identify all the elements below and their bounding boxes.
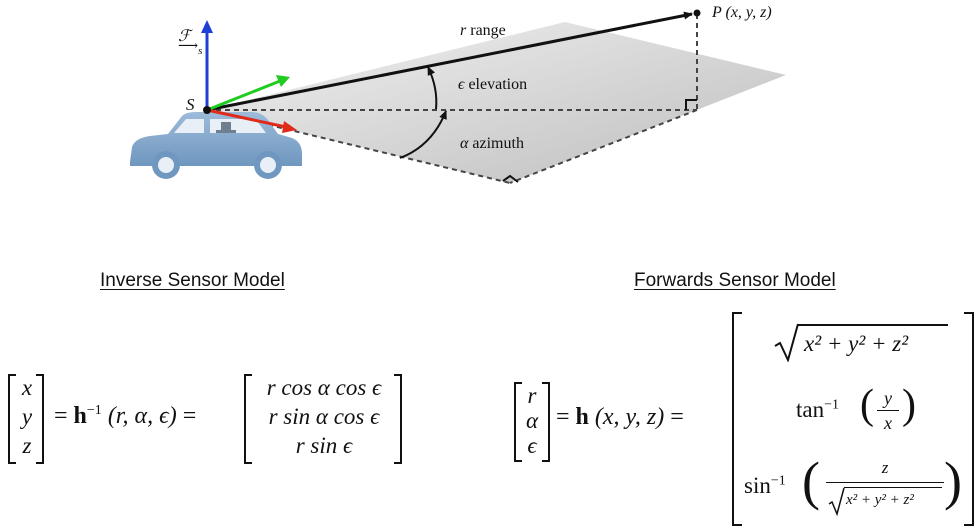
func-exponent: −1 xyxy=(824,397,840,413)
func-name: sin xyxy=(744,473,771,498)
right-paren: ) xyxy=(944,451,962,511)
radical-sign xyxy=(774,323,799,362)
function-h: h xyxy=(73,403,87,429)
right-angle-marker xyxy=(502,174,519,183)
projection-line xyxy=(509,109,698,184)
equals-sign: = xyxy=(670,404,684,430)
range-label: r range xyxy=(460,22,506,40)
right-bracket xyxy=(964,312,974,526)
frame-label: ℱ ⟶s xyxy=(178,26,203,57)
right-angle-marker xyxy=(685,99,697,110)
forward-model-equation: r α ϵ = h (x, y, z) = x² + y² + z² tan−1… xyxy=(512,312,974,526)
rhs-cell: r sin α cos ϵ xyxy=(268,404,380,429)
elevation-formula: sin−1 ( z x² + y² + z² ) xyxy=(744,452,966,518)
left-bracket xyxy=(732,312,742,526)
rhs-cell: r cos α cos ϵ xyxy=(266,375,382,400)
right-bracket xyxy=(394,374,402,464)
equals-sign: = xyxy=(556,404,570,430)
elevation-word: elevation xyxy=(468,76,528,93)
z-axis-arrowhead xyxy=(201,20,213,33)
inverse-function: = h−1 (r, α, ϵ) = xyxy=(54,403,197,429)
sensor-label: S xyxy=(186,95,195,114)
fraction-denominator: x xyxy=(884,413,892,433)
func-name: tan xyxy=(796,397,825,422)
forward-function: = h (x, y, z) = xyxy=(556,405,684,429)
sensor-origin xyxy=(203,106,211,114)
elevation-symbol: ϵ xyxy=(458,76,465,93)
frame-subscript: s xyxy=(198,45,203,57)
range-word: range xyxy=(470,22,506,39)
right-bracket xyxy=(36,374,44,464)
ground-plane xyxy=(207,22,786,183)
equals-sign: = xyxy=(54,403,68,429)
elevation-label: ϵ elevation xyxy=(458,76,527,94)
sensor-geometry-diagram xyxy=(130,9,786,184)
point-label: P (x, y, z) xyxy=(712,4,772,21)
function-exponent: −1 xyxy=(86,403,102,418)
lhs-cell: y xyxy=(21,404,33,429)
azimuth-word: azimuth xyxy=(472,135,524,152)
left-paren: ( xyxy=(802,451,820,511)
car-icon xyxy=(130,112,302,179)
rhs-cell: r sin ϵ xyxy=(295,433,353,458)
left-paren: ( xyxy=(860,382,874,428)
azimuth-arc xyxy=(399,110,447,159)
left-bracket xyxy=(514,382,522,462)
azimuth-formula: tan−1 ( y x ) xyxy=(796,384,946,434)
forward-model-heading: Forwards Sensor Model xyxy=(634,270,836,291)
elevation-arc xyxy=(427,66,438,110)
function-args: (r, α, ϵ) xyxy=(107,403,177,429)
tan-function: tan−1 xyxy=(796,398,839,421)
frame-symbol: ℱ xyxy=(178,26,191,45)
fraction-denominator: x² + y² + z² xyxy=(846,492,914,508)
function-h: h xyxy=(575,404,589,430)
left-bracket xyxy=(244,374,252,464)
lhs-cell: ϵ xyxy=(527,433,537,458)
y-axis-arrow xyxy=(206,79,281,112)
range-vector xyxy=(206,11,693,112)
y-axis-arrowhead xyxy=(276,75,290,87)
x-axis-arrow xyxy=(206,108,287,129)
fraction-numerator: z xyxy=(881,458,889,477)
lhs-cell: r xyxy=(527,383,537,408)
left-bracket xyxy=(8,374,16,464)
range-symbol: r xyxy=(460,22,467,39)
inverse-model-equation: x y z = h−1 (r, α, ϵ) = r cos α cos ϵ r … xyxy=(6,372,446,464)
azimuth-label: α azimuth xyxy=(460,135,524,153)
projection-line xyxy=(206,109,511,184)
radical-sign xyxy=(828,487,845,516)
lhs-cell: x xyxy=(21,375,33,400)
fraction-numerator: y xyxy=(884,388,892,408)
right-bracket xyxy=(542,382,550,462)
x-axis-arrowhead xyxy=(282,121,297,133)
lhs-cell: z xyxy=(22,433,32,458)
azimuth-symbol: α xyxy=(460,135,469,152)
point-p-marker xyxy=(693,9,701,17)
lhs-cell: α xyxy=(525,408,539,433)
func-exponent: −1 xyxy=(770,473,786,489)
inverse-model-heading: Inverse Sensor Model xyxy=(100,270,285,291)
function-args: (x, y, z) xyxy=(594,404,665,430)
radicand: x² + y² + z² xyxy=(804,331,909,356)
right-paren: ) xyxy=(902,382,916,428)
equals-sign: = xyxy=(182,403,197,429)
sin-function: sin−1 xyxy=(744,474,786,497)
